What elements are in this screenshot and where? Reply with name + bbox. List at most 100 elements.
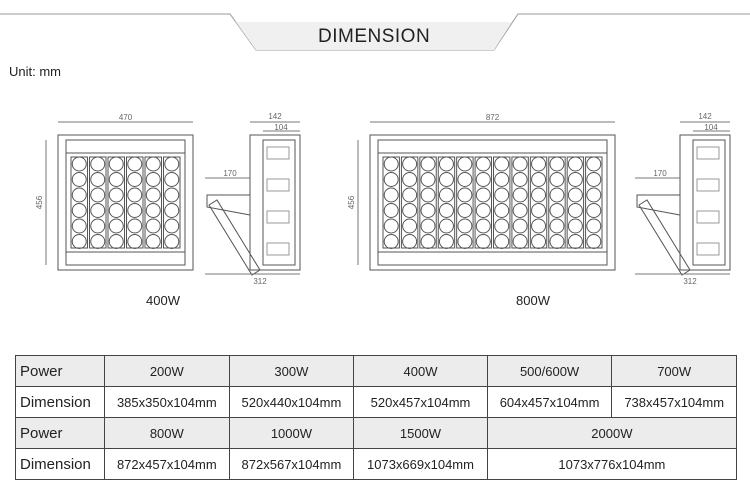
width-dimension: 872 bbox=[486, 113, 500, 122]
led-lens bbox=[457, 172, 473, 187]
led-lens bbox=[531, 203, 547, 218]
power-header: Power bbox=[15, 355, 105, 387]
led-lens bbox=[127, 187, 143, 203]
led-lens bbox=[383, 172, 399, 187]
vent-slots bbox=[266, 242, 290, 256]
drawing-label-400w: 400W bbox=[146, 293, 180, 308]
led-lens bbox=[71, 172, 87, 187]
led-lens bbox=[475, 187, 491, 203]
led-lens bbox=[586, 156, 602, 172]
led-lens bbox=[145, 172, 161, 187]
height-dimension: 456 bbox=[35, 195, 44, 209]
dimension-cell: 872x457x104mm bbox=[104, 448, 230, 480]
led-lens bbox=[567, 234, 583, 249]
led-lens bbox=[90, 234, 106, 249]
led-lens bbox=[164, 172, 180, 187]
led-lens bbox=[531, 218, 547, 234]
led-lens bbox=[512, 203, 528, 218]
led-lens bbox=[383, 234, 399, 249]
bracket-dimension: 170 bbox=[653, 169, 667, 178]
power-cell: 1000W bbox=[228, 417, 355, 449]
led-lens bbox=[457, 203, 473, 218]
led-lens bbox=[420, 234, 436, 249]
led-lens bbox=[145, 156, 161, 172]
dimension-cell: 520x457x104mm bbox=[353, 386, 488, 418]
led-lens bbox=[383, 203, 399, 218]
led-lens bbox=[71, 203, 87, 218]
led-lens bbox=[420, 187, 436, 203]
side-housing bbox=[679, 134, 731, 271]
body-dimension: 104 bbox=[274, 123, 288, 132]
mount-arm bbox=[636, 194, 681, 216]
led-lens bbox=[438, 234, 454, 249]
power-cell: 300W bbox=[228, 355, 355, 387]
dimension-header: Dimension bbox=[15, 386, 105, 418]
led-lens bbox=[438, 218, 454, 234]
mount-arm bbox=[206, 194, 251, 216]
table-row: Power 800W 1000W 1500W 2000W bbox=[15, 417, 738, 449]
led-lens bbox=[567, 172, 583, 187]
mount-bracket bbox=[638, 199, 691, 276]
led-lens bbox=[383, 156, 399, 172]
led-lens bbox=[549, 172, 565, 187]
unit-label: Unit: mm bbox=[9, 64, 61, 79]
power-cell: 1500W bbox=[353, 417, 488, 449]
led-lens bbox=[512, 234, 528, 249]
led-lens bbox=[457, 218, 473, 234]
led-lens bbox=[420, 172, 436, 187]
led-lens bbox=[108, 218, 124, 234]
vent-slots bbox=[266, 178, 290, 192]
housing-outline bbox=[369, 134, 616, 271]
led-lens bbox=[127, 234, 143, 249]
side-housing bbox=[249, 134, 301, 271]
led-lens bbox=[71, 156, 87, 172]
led-lens bbox=[567, 156, 583, 172]
dimension-cell: 738x457x104mm bbox=[611, 386, 737, 418]
vent-slots bbox=[696, 210, 720, 224]
led-lens bbox=[402, 203, 418, 218]
housing-outline bbox=[57, 134, 194, 271]
led-lens bbox=[164, 203, 180, 218]
led-lens bbox=[164, 187, 180, 203]
led-lens bbox=[108, 203, 124, 218]
dimension-cell: 520x440x104mm bbox=[228, 386, 355, 418]
led-lens bbox=[402, 234, 418, 249]
led-lens bbox=[494, 187, 510, 203]
vent-slots bbox=[696, 242, 720, 256]
led-lens bbox=[457, 234, 473, 249]
led-lens bbox=[494, 203, 510, 218]
header-banner bbox=[0, 13, 750, 51]
table-row: Dimension 872x457x104mm 872x567x104mm 10… bbox=[15, 448, 738, 480]
power-cell: 400W bbox=[353, 355, 488, 387]
led-lens bbox=[127, 218, 143, 234]
led-lens bbox=[402, 187, 418, 203]
led-lens bbox=[586, 234, 602, 249]
led-lens bbox=[494, 156, 510, 172]
led-lens bbox=[512, 187, 528, 203]
led-lens bbox=[549, 156, 565, 172]
bracket-dimension: 170 bbox=[223, 169, 237, 178]
led-lens bbox=[420, 218, 436, 234]
led-lens bbox=[90, 172, 106, 187]
vent-slots bbox=[696, 146, 720, 160]
led-lens bbox=[164, 218, 180, 234]
led-lens bbox=[108, 172, 124, 187]
led-lens bbox=[383, 218, 399, 234]
led-lens bbox=[549, 203, 565, 218]
led-lens bbox=[438, 172, 454, 187]
dimension-cell: 604x457x104mm bbox=[486, 386, 613, 418]
led-lens bbox=[475, 234, 491, 249]
led-lens bbox=[531, 234, 547, 249]
led-lens bbox=[108, 234, 124, 249]
dimension-header: Dimension bbox=[15, 448, 105, 480]
led-lens bbox=[457, 187, 473, 203]
led-lens bbox=[90, 218, 106, 234]
led-lens bbox=[164, 234, 180, 249]
led-lens bbox=[71, 218, 87, 234]
power-cell: 200W bbox=[104, 355, 230, 387]
led-lens bbox=[145, 218, 161, 234]
led-lens bbox=[438, 187, 454, 203]
width-dimension: 470 bbox=[119, 113, 133, 122]
led-lens bbox=[71, 234, 87, 249]
